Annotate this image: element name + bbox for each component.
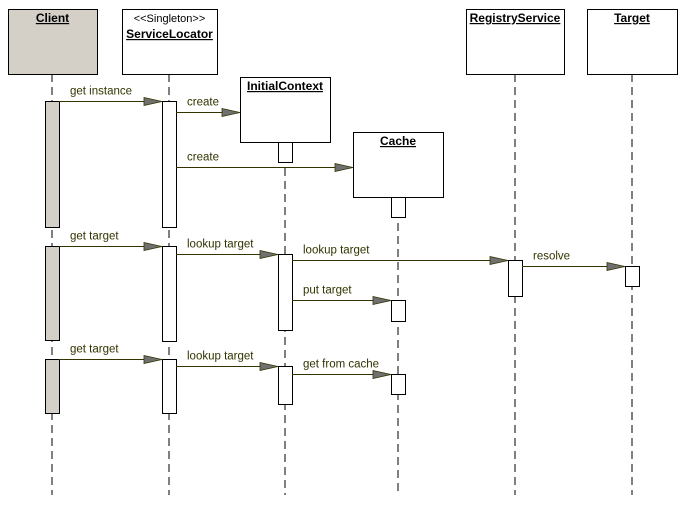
activation-bar <box>162 246 177 342</box>
message: lookup target <box>292 245 509 265</box>
participant-box <box>587 9 678 75</box>
message-label: get from cache <box>303 359 379 371</box>
arrowhead-icon <box>606 262 626 271</box>
message-label: get target <box>70 344 119 356</box>
message: create <box>176 97 241 117</box>
message-label: get instance <box>70 86 132 98</box>
activation-bar <box>391 197 406 218</box>
activation-bar <box>508 260 523 297</box>
message: create <box>176 152 354 172</box>
participant-client: Client <box>8 9 98 495</box>
activation-bar <box>45 101 60 228</box>
activation-bar <box>278 366 293 405</box>
participant-stereotype: <<Singleton>> <box>134 13 206 25</box>
participant-box <box>122 9 218 75</box>
message-label: put target <box>303 285 352 297</box>
participant-box <box>240 77 331 143</box>
arrowhead-icon <box>259 362 279 371</box>
activation-bar <box>162 101 177 228</box>
activation-bar <box>278 254 293 331</box>
message-label: create <box>187 97 219 109</box>
participant-cache: Cache <box>353 132 444 495</box>
message: lookup target <box>176 239 279 259</box>
participant-name: InitialContext <box>247 79 323 93</box>
message-label: create <box>187 152 219 164</box>
arrowhead-icon <box>372 296 392 305</box>
message: get target <box>59 344 163 364</box>
message-label: get target <box>70 231 119 243</box>
activation-bar <box>278 142 293 163</box>
message: get target <box>59 231 163 251</box>
participant-box <box>466 9 565 75</box>
participant-name: RegistryService <box>470 11 561 25</box>
participant-initialcontext: InitialContext <box>240 77 331 495</box>
arrowhead-icon <box>334 163 354 172</box>
message: get from cache <box>292 359 392 379</box>
activation-bar <box>162 359 177 414</box>
message-label: resolve <box>533 251 570 263</box>
participant-box <box>8 9 98 75</box>
arrowhead-icon <box>372 370 392 379</box>
participant-name: Cache <box>380 134 416 148</box>
arrowhead-icon <box>143 97 163 106</box>
participant-name: Client <box>36 11 69 25</box>
participant-servicelocator: <<Singleton>> ServiceLocator <box>122 9 218 495</box>
arrowhead-icon <box>489 256 509 265</box>
message: get instance <box>59 86 163 106</box>
activation-bar <box>625 266 640 287</box>
arrowhead-icon <box>259 250 279 259</box>
participant-box <box>353 132 444 198</box>
arrowhead-icon <box>143 355 163 364</box>
message-label: lookup target <box>187 239 254 251</box>
activation-bar <box>45 246 60 341</box>
message-label: lookup target <box>303 245 370 257</box>
activation-bar <box>391 374 406 395</box>
message: lookup target <box>176 351 279 371</box>
activation-bar <box>45 359 60 414</box>
arrowhead-icon <box>221 108 241 117</box>
message: resolve <box>522 251 626 271</box>
activation-bar <box>391 300 406 322</box>
participant-name: Target <box>614 11 650 25</box>
participant-target: Target <box>587 9 678 495</box>
message: put target <box>292 285 392 305</box>
participant-name: ServiceLocator <box>126 27 213 41</box>
message-label: lookup target <box>187 351 254 363</box>
arrowhead-icon <box>143 242 163 251</box>
